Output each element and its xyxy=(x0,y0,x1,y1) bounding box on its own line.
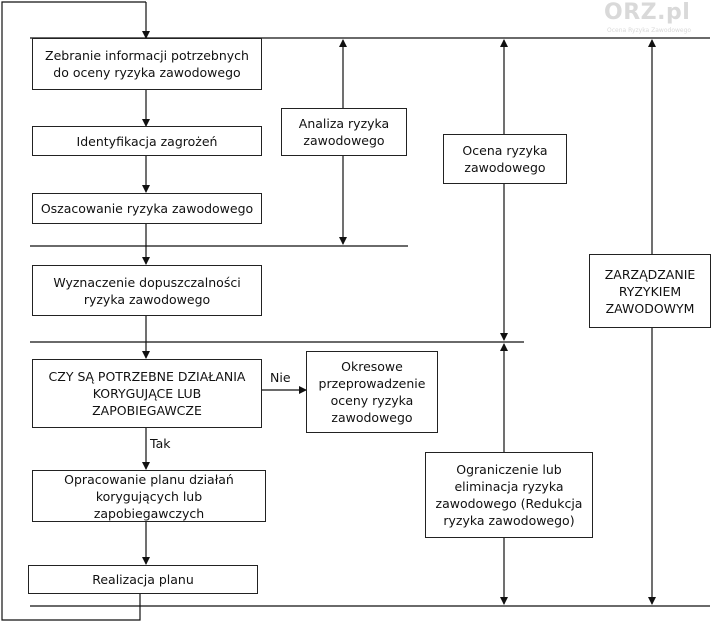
box-collect-information: Zebranie informacji potrzebnych do oceny… xyxy=(32,38,262,90)
box-risk-management: ZARZĄDZANIE RYZYKIEM ZAWODOWYM xyxy=(589,254,711,328)
box-risk-acceptability: Wyznaczenie dopuszczalności ryzyka zawod… xyxy=(32,265,262,316)
box-plan-implementation: Realizacja planu xyxy=(28,565,258,594)
box-action-plan: Opracowanie planu działań korygujących l… xyxy=(32,470,266,522)
box-risk-analysis: Analiza ryzyka zawodowego xyxy=(281,108,407,156)
box-risk-estimation: Oszacowanie ryzyka zawodowego xyxy=(32,193,262,224)
box-hazard-identification: Identyfikacja zagrożeń xyxy=(32,126,262,156)
orz-logo: ORZ.pl xyxy=(604,0,691,25)
label-yes: Tak xyxy=(150,436,171,451)
label-no: Nie xyxy=(270,370,291,385)
box-decision-corrective-actions: CZY SĄ POTRZEBNE DZIAŁANIA KORYGUJĄCE LU… xyxy=(32,359,262,428)
orz-logo-subtitle: Ocena Ryzyka Zawodowego xyxy=(607,27,692,34)
box-risk-reduction: Ograniczenie lub eliminacja ryzyka zawod… xyxy=(425,452,593,538)
box-periodic-assessment: Okresowe przeprowadzenie oceny ryzyka za… xyxy=(306,351,438,433)
feedback-loop-line xyxy=(1,1,146,621)
box-risk-assessment: Ocena ryzyka zawodowego xyxy=(443,134,567,184)
